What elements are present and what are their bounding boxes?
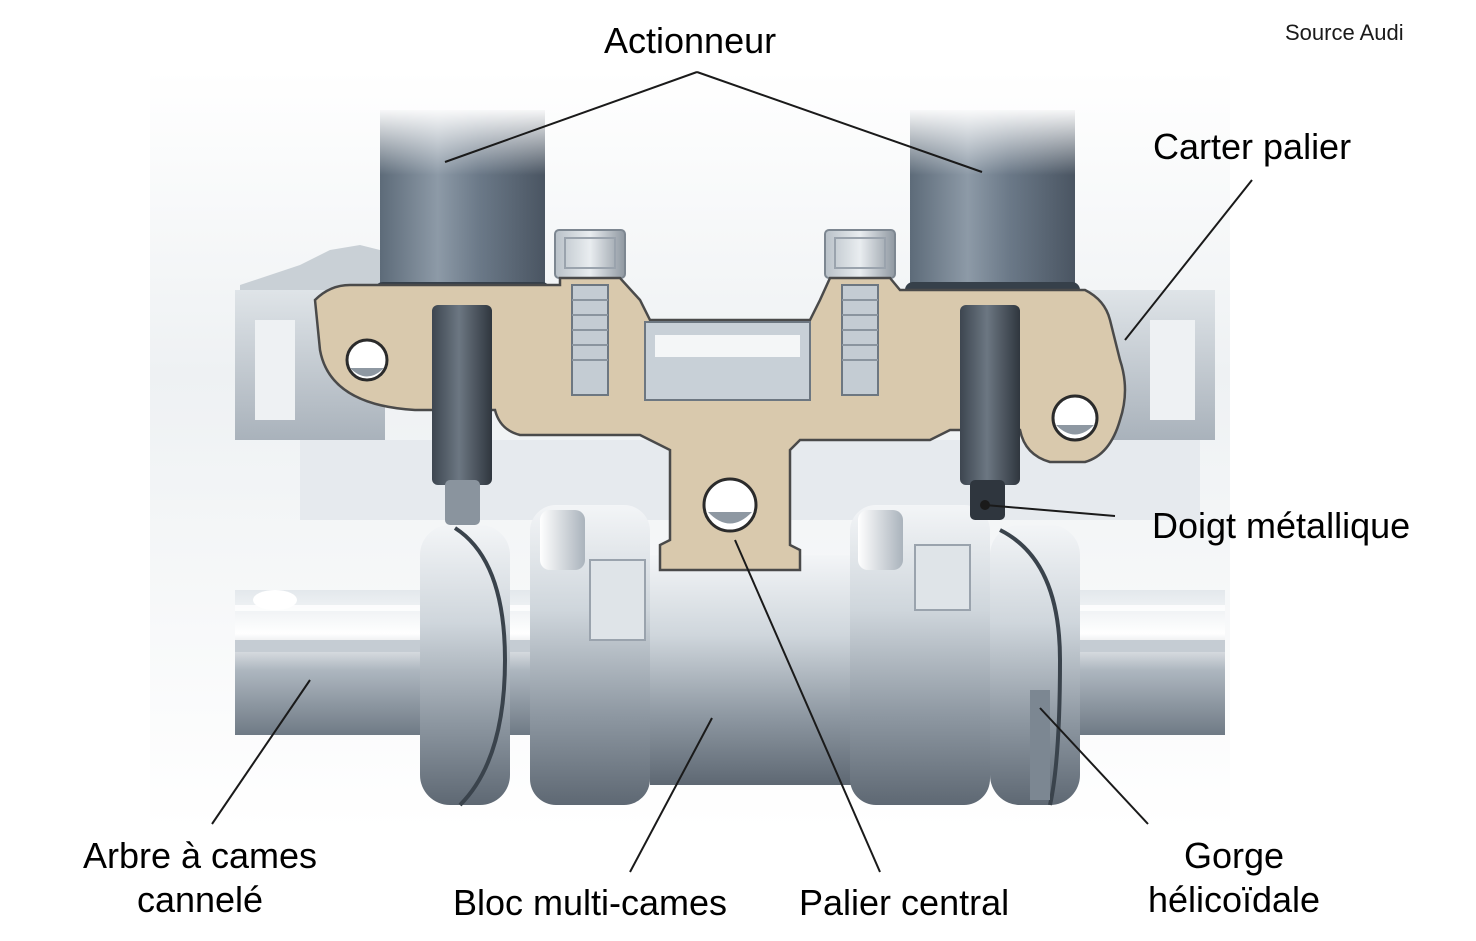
leader-central-bearing [734,539,881,873]
source-credit: Source Audi [1285,20,1404,45]
leader-actuator-left [444,71,698,163]
leader-lines [211,71,1253,873]
bolt-right [824,229,896,279]
actuator-right [905,110,1080,304]
bolt-left [554,229,626,279]
label-multi-cam-block: Bloc multi-cames [453,882,728,923]
leader-splined-camshaft [211,679,311,825]
label-central-bearing: Palier central [799,882,1010,923]
pin-left [432,305,492,525]
multi-cam-block [420,505,1080,807]
leader-actuator-right [696,71,983,173]
leader-helical-groove [1039,707,1149,825]
label-metal-pin: Doigt métallique [1152,505,1411,546]
label-actuator: Actionneur [604,20,777,61]
metal-pin-dot [980,500,990,510]
label-bearing-housing: Carter palier [1153,126,1352,167]
label-splined-camshaft-line1: Arbre à cames [82,835,318,876]
label-helical-groove-line2: hélicoïdale [1147,879,1321,920]
leader-multi-cam-block [629,717,713,873]
actuator-left [375,110,550,304]
pin-right [960,305,1020,520]
label-splined-camshaft-line2: cannelé [136,879,264,920]
bearing-housing [313,276,1127,572]
leader-metal-pin [984,504,1116,517]
label-helical-groove-line1: Gorge [1183,835,1285,876]
leader-bearing-housing [1124,179,1253,341]
